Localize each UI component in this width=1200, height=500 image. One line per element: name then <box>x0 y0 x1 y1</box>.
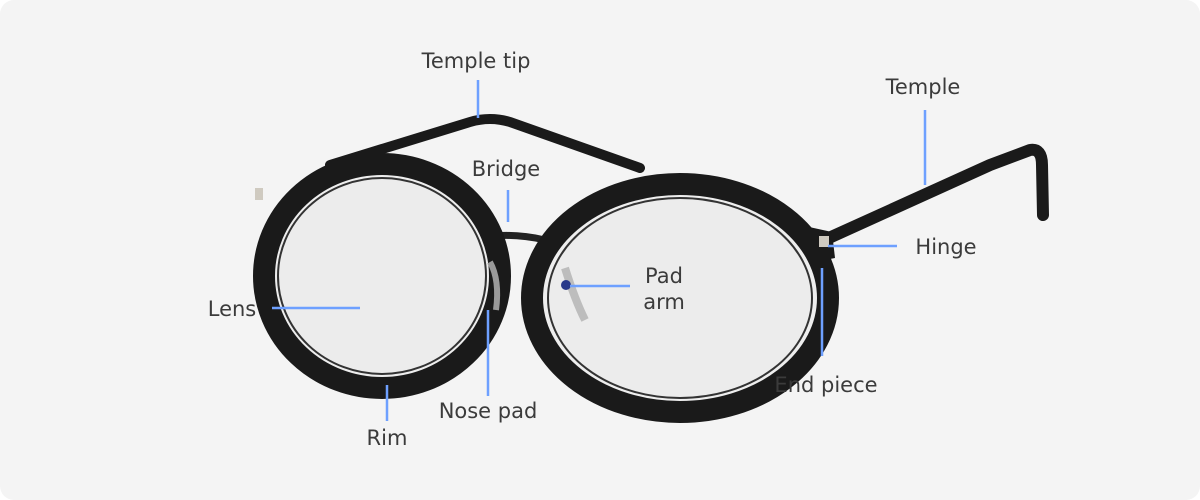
hinge-plate <box>819 236 829 247</box>
label-pad-arm-line2: arm <box>643 290 685 314</box>
label-temple-tip: Temple tip <box>421 49 531 73</box>
label-end-piece: End piece <box>774 373 878 397</box>
label-bridge: Bridge <box>471 157 541 181</box>
left-hinge-plate <box>255 188 263 200</box>
right-end-piece <box>800 225 835 262</box>
back-temple <box>325 114 645 173</box>
label-temple: Temple <box>885 75 961 99</box>
left-nose-pad <box>487 260 501 311</box>
label-hinge: Hinge <box>915 235 977 259</box>
pad-arm-screw <box>561 280 571 290</box>
label-pad-arm: Pad arm <box>643 263 685 315</box>
right-lens <box>547 197 813 399</box>
label-rim: Rim <box>366 426 408 450</box>
right-temple <box>814 143 1049 248</box>
label-nose-pad: Nose pad <box>438 399 538 423</box>
label-pad-arm-line1: Pad <box>645 264 683 288</box>
label-lens: Lens <box>207 297 257 321</box>
leader-lines <box>272 80 927 421</box>
left-lens <box>277 177 487 375</box>
right-nose-pad <box>561 266 589 322</box>
